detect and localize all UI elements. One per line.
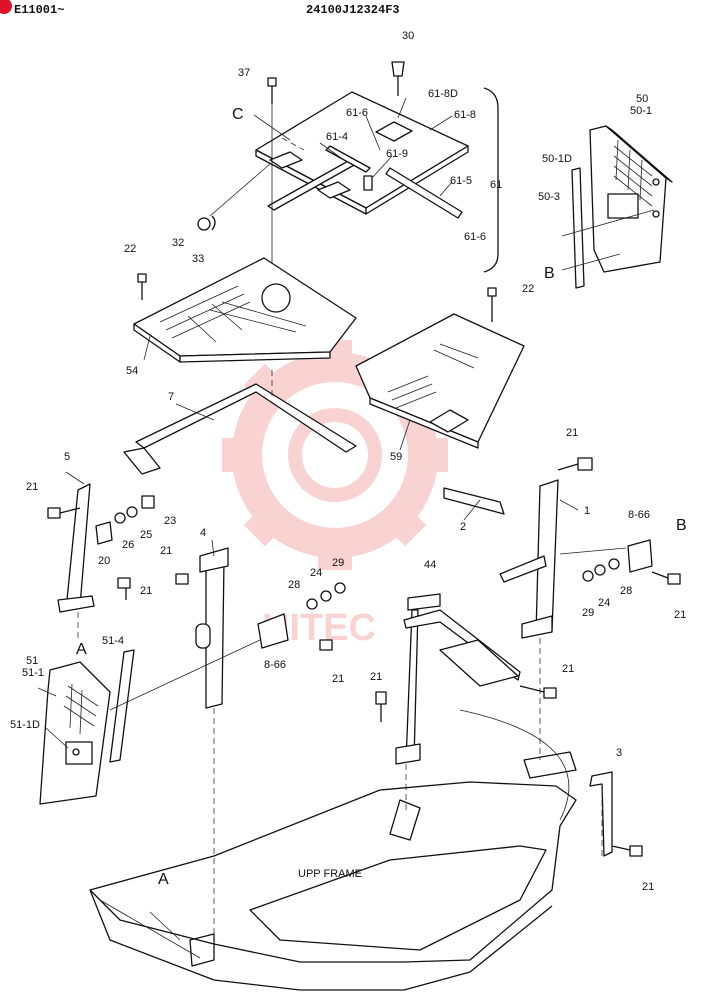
bracket-2: [443, 487, 505, 521]
callout-label: 29: [582, 607, 594, 619]
callout-label: 22: [522, 283, 534, 295]
callout-label: 5: [64, 451, 70, 463]
callout-label: 23: [164, 515, 176, 527]
callout-label: 20: [98, 555, 110, 567]
callout-label: 21: [370, 671, 382, 683]
callout-label: 51: [26, 655, 38, 667]
callout-label: 25: [140, 529, 152, 541]
callout-label: 51-1: [22, 667, 44, 679]
side-panel-50: [561, 125, 673, 289]
callout-label: C: [232, 106, 244, 123]
callout-label: 21: [562, 663, 574, 675]
callout-label: 30: [402, 30, 414, 42]
callout-label: 50: [636, 93, 648, 105]
callout-label: 28: [620, 585, 632, 597]
callout-label: 26: [122, 539, 134, 551]
callout-label: A: [158, 871, 169, 888]
callout-label: 21: [140, 585, 152, 597]
callout-label: 61-6: [464, 231, 486, 243]
frame-beam-7: [123, 370, 357, 475]
callout-label: 21: [160, 545, 172, 557]
callout-label: 50-1: [630, 105, 652, 117]
callout-label: 33: [192, 253, 204, 265]
corner-mark-icon: [0, 0, 12, 14]
callout-label: 61-5: [450, 175, 472, 187]
callout-label: B: [544, 265, 555, 282]
callout-label: 28: [288, 579, 300, 591]
callout-label: 29: [332, 557, 344, 569]
frame-44: [375, 593, 557, 810]
callout-label: 50-1D: [542, 153, 572, 165]
callout-label: 61-6: [346, 107, 368, 119]
callout-label: 21: [332, 673, 344, 685]
callout-label: 21: [674, 609, 686, 621]
callout-label: 61-4: [326, 131, 348, 143]
callout-label: 4: [200, 527, 206, 539]
callout-label: 61-9: [386, 148, 408, 160]
callout-label: 21: [26, 481, 38, 493]
column-4: [117, 539, 346, 940]
callout-label: 22: [124, 243, 136, 255]
post-assembly-1: [499, 457, 681, 760]
callout-label: 8-66: [264, 659, 286, 671]
callout-label: 24: [310, 567, 322, 579]
callout-labels: 30 37 C 61-8D 61-6 61-8 61-4 61-9 61 61-…: [10, 30, 687, 893]
callout-label: 50-3: [538, 191, 560, 203]
callout-label: 3: [616, 747, 622, 759]
callout-label: 8-66: [628, 509, 650, 521]
callout-label: 21: [642, 881, 654, 893]
floor-plate-assembly: [197, 61, 499, 273]
callout-label: 61: [490, 179, 502, 191]
callout-label: 24: [598, 597, 610, 609]
cover-plate-59: [355, 287, 525, 451]
callout-label: 37: [238, 67, 250, 79]
callout-label: 54: [126, 365, 138, 377]
callout-label: 51-1D: [10, 719, 40, 731]
callout-label: 44: [424, 559, 436, 571]
serial-range: E11001~: [14, 3, 64, 17]
bracket-3: [589, 771, 643, 860]
callout-label: 61-8: [454, 109, 476, 121]
callout-label: 2: [460, 521, 466, 533]
callout-label: 51-4: [102, 635, 124, 647]
callout-label: 7: [168, 391, 174, 403]
drawing-number: 24100J12324F3: [306, 3, 400, 17]
callout-label: 61-8D: [428, 88, 458, 100]
callout-label: 1: [584, 505, 590, 517]
post-5: [47, 471, 155, 640]
callout-label: A: [76, 641, 87, 658]
cover-plate-54: [133, 257, 357, 363]
callout-label: B: [676, 517, 687, 534]
callout-label: 32: [172, 237, 184, 249]
frame-label: UPP FRAME: [298, 868, 362, 880]
upper-frame: UPP FRAME: [89, 709, 577, 991]
callout-label: 59: [390, 451, 402, 463]
side-panel-51: [37, 639, 261, 805]
callout-label: 21: [566, 427, 578, 439]
